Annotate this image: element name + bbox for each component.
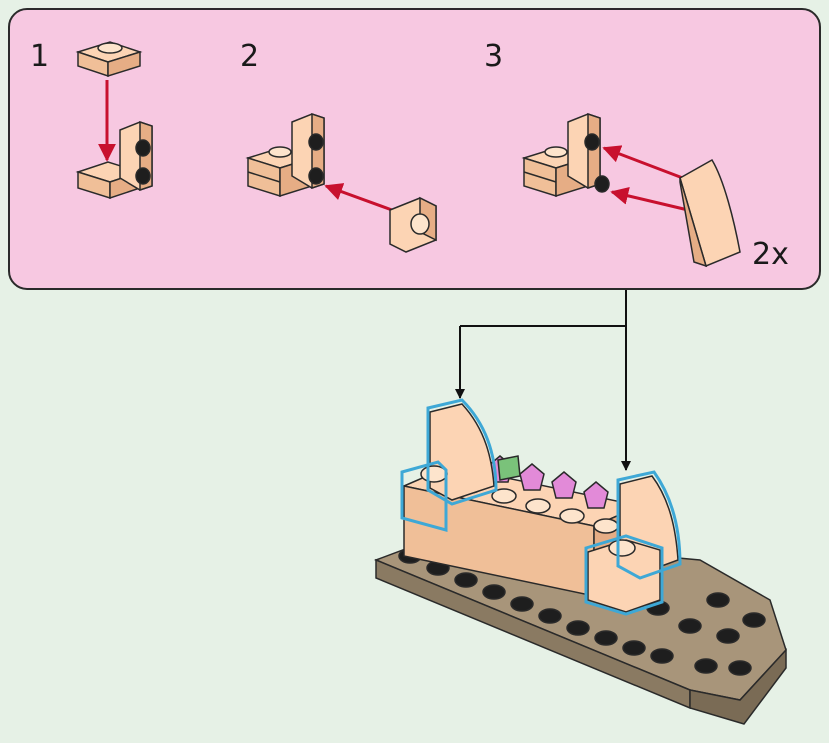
step-number-2: 2 bbox=[240, 39, 259, 74]
step3-bracket-assembly bbox=[521, 112, 610, 198]
step3-red-arrow-top bbox=[602, 145, 689, 182]
step2-red-arrow bbox=[324, 183, 393, 212]
step-number-3: 3 bbox=[484, 39, 503, 74]
main-model bbox=[373, 403, 787, 725]
new-parts-highlight bbox=[400, 398, 682, 616]
step-number-1: 1 bbox=[30, 39, 49, 74]
step1-plate-1x1 bbox=[75, 41, 143, 78]
step2-bracket-assembly bbox=[245, 112, 325, 198]
step3-red-arrow-bottom bbox=[610, 186, 689, 212]
quantity-label: 2x bbox=[752, 237, 789, 272]
step3-curved-slope-brick bbox=[679, 158, 741, 268]
step1-bracket-brick bbox=[75, 120, 153, 200]
substep-panel bbox=[8, 8, 821, 290]
connector-arrows bbox=[455, 290, 631, 471]
step2-round-tile bbox=[389, 196, 437, 253]
